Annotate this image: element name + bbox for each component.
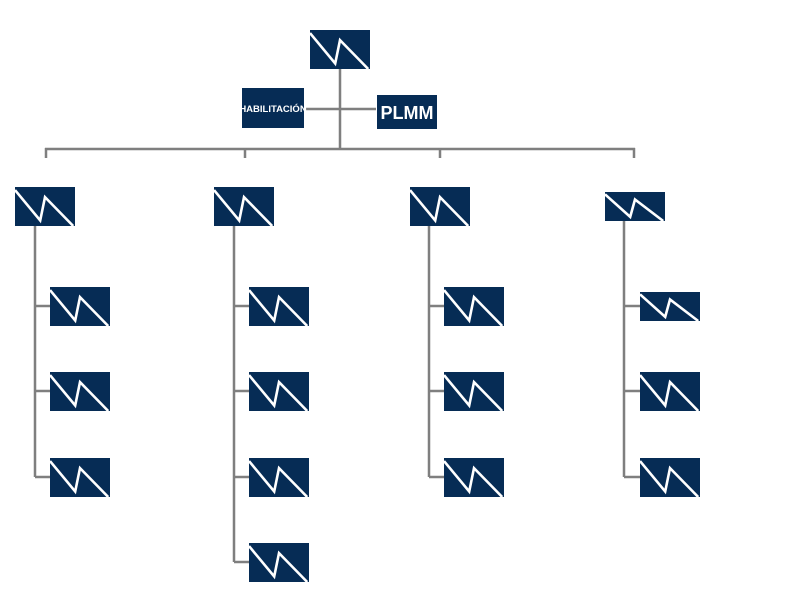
logo-icon xyxy=(212,189,274,227)
nodes xyxy=(13,30,700,583)
logo-icon xyxy=(247,374,309,412)
column-4-child-3-box xyxy=(638,458,700,498)
logo-icon xyxy=(247,289,309,327)
column-3-head-box xyxy=(408,187,470,227)
logo-icon xyxy=(442,374,504,412)
logo-icon xyxy=(13,189,75,227)
logo-icon xyxy=(48,374,110,412)
staff-box-plmm: PLMM xyxy=(377,95,437,129)
staff-box-habilitacion: HABILITACIÓN xyxy=(239,88,307,128)
logo-icon xyxy=(442,460,504,498)
logo-icon xyxy=(408,189,470,227)
column-2-head-box xyxy=(212,187,274,227)
staff-label-habilitacion: HABILITACIÓN xyxy=(239,103,307,115)
column-3-child-2-box xyxy=(442,372,504,412)
root-logo-box xyxy=(308,30,370,70)
column-4-child-2-box xyxy=(638,372,700,412)
logo-icon xyxy=(604,193,664,223)
connectors xyxy=(33,69,640,564)
column-4-child-1-box xyxy=(639,292,700,323)
logo-icon xyxy=(638,460,700,498)
column-2-child-3-box xyxy=(247,458,309,498)
column-3-child-1-box xyxy=(442,287,504,327)
staff-label-plmm: PLMM xyxy=(381,103,434,123)
logo-icon xyxy=(48,460,110,498)
logo-icon xyxy=(48,289,110,327)
logo-icon xyxy=(638,374,700,412)
logo-icon xyxy=(247,460,309,498)
logo-icon xyxy=(247,545,309,583)
column-3-child-3-box xyxy=(442,458,504,498)
column-1-child-2-box xyxy=(48,372,110,412)
logo-icon xyxy=(442,289,504,327)
column-4-head-box xyxy=(604,192,665,223)
column-1-head-box xyxy=(13,187,75,227)
column-2-child-1-box xyxy=(247,287,309,327)
logo-icon xyxy=(639,293,699,323)
column-2-child-4-box xyxy=(247,543,309,583)
logo-icon xyxy=(308,32,370,70)
column-1-child-3-box xyxy=(48,458,110,498)
column-2-child-2-box xyxy=(247,372,309,412)
column-1-child-1-box xyxy=(48,287,110,327)
